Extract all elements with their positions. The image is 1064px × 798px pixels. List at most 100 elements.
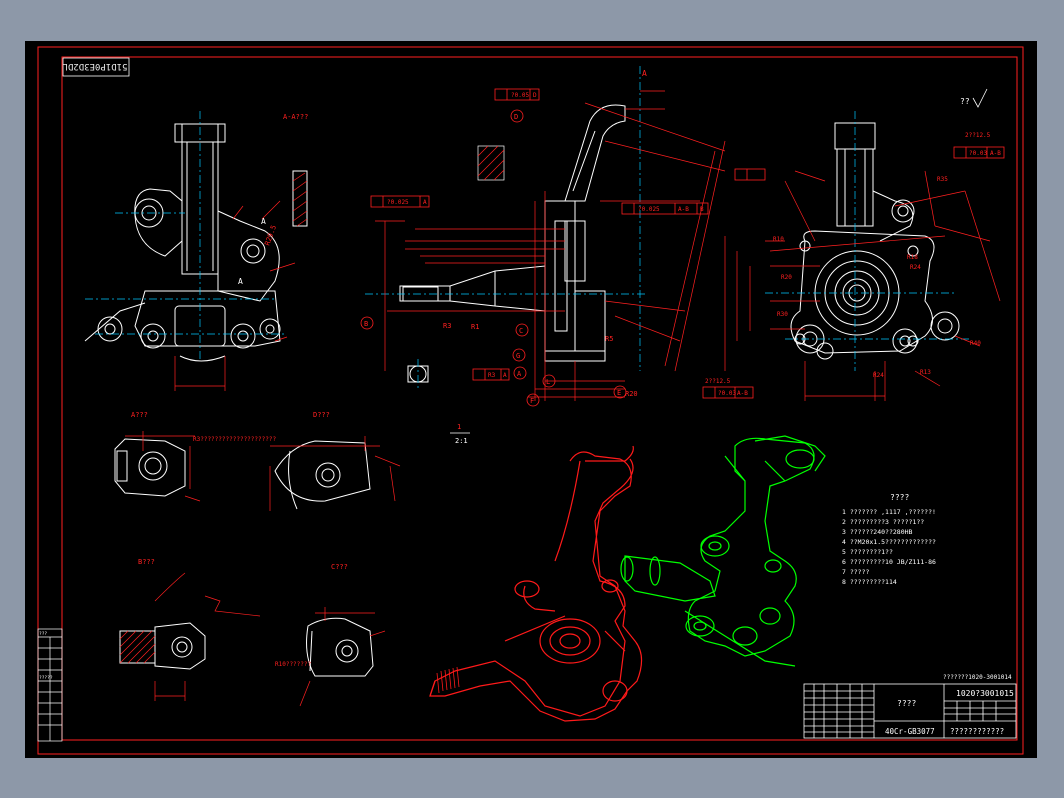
tolerance-frames-side [370,88,709,381]
view-b-dims [154,572,261,701]
side-view-hatch-block [477,145,505,181]
dim-right-r30: R30 [777,311,788,318]
tol-right-1-datum: A-B [990,150,1001,157]
tol-frame-2: ?0.025 [387,199,409,206]
title-block [803,683,1017,739]
marker-d: D [514,113,518,121]
dim-side-r1: R1 [471,323,479,331]
cut-mark-a-2: A [261,217,266,226]
roughness-symbol [972,88,988,108]
dim-right-r20: R20 [781,274,792,281]
scale-label: 2:1 [455,437,468,445]
inner-frame [61,56,1018,741]
front-view-dims [174,200,296,391]
tol-right-1: ?0.03 [969,150,987,157]
rev-row-0: ??? [39,631,47,637]
tol-frame-3-datum-b: B [700,206,704,213]
drawing-sheet: 51D1P0E3D2DL [25,41,1037,758]
dim-right-holes: 2??12.5 [705,378,731,385]
tech-req-6: 6 ?????????10 JB/Z111-86 [842,558,936,566]
tol-frame-4: R3 [488,372,496,379]
title-company: ???????????? [950,727,1004,736]
view-c-label: C??? [331,563,348,571]
model-red-thread [436,666,460,694]
dim-right-r13: R13 [920,369,931,376]
roughness-mark: ?? [960,97,970,106]
view-a-dims [125,431,201,502]
marker-f: F [530,397,534,405]
dim-right-r35: R35 [937,176,948,183]
view-a [114,438,186,497]
scale-ratio: 1 [457,423,461,431]
cut-mark-top-a: A [642,69,647,78]
side-view-centerlines [365,66,645,389]
tech-req-5: 5 ????????1?? [842,548,893,556]
dim-side-r3: R3 [443,322,451,330]
model-green [620,435,826,667]
tol-frame-3-datum: A-B [678,206,689,213]
model-red [429,445,643,722]
tol-frame-3: ?0.025 [638,206,660,213]
tech-req-3: 3 ??????240??280HB [842,528,913,536]
tech-req-4: 4 ??M20x1.5????????????? [842,538,936,546]
tol-frame-4-datum: A [503,372,507,379]
right-view-centerlines [765,111,970,371]
cad-canvas: 51D1P0E3D2DL [37,46,1024,755]
marker-circles [360,109,627,407]
dim-right-r10: R10 [773,236,784,243]
view-b-hatch [119,630,156,664]
side-view-dims [375,90,726,401]
view-d [274,440,371,510]
front-view-hatch [292,172,308,227]
dim-right-r18: R18 [907,254,918,261]
marker-b: B [364,320,368,328]
title-drawing-number: 1020?3001015 [956,689,1014,698]
tol-right-2-datum: A-B [737,390,748,397]
view-a-label: A??? [131,411,148,419]
view-b [119,622,206,670]
tech-req-1: 1 ??????? ,1117 ,??????! [842,508,936,516]
tol-frame-1: ?0.05 [511,92,529,99]
tol-frame-1-datum: D [533,92,537,99]
marker-e: E [617,389,621,397]
cut-mark-a: A [238,277,243,286]
dim-side-r5: R5 [605,335,613,343]
rev-row-5: ????? [39,675,53,681]
note-r3: R3????????????????????? [193,436,276,443]
tech-req-2: 2 ?????????3 ?????1?? [842,518,924,526]
tech-req-title: ???? [890,493,909,502]
revision-table [37,628,63,742]
view-d-label: D??? [313,411,330,419]
marker-l: L [546,378,550,386]
title-top-note: ???????1020-3001014 [943,674,1012,681]
view-c-dims [299,607,386,707]
note-r10: R10??????? [275,661,312,668]
front-view-centerlines [85,111,287,361]
view-d-dims [269,436,401,511]
tech-req-8: 8 ?????????114 [842,578,897,586]
right-view-dims [724,170,1001,401]
side-view [399,104,626,383]
marker-a: A [517,370,522,378]
view-c [306,617,374,677]
tolerance-frames-right [702,146,1005,399]
marker-g: G [516,352,520,360]
code-box [62,57,130,77]
code-box-text: 51D1P0E3D2DL [62,61,127,71]
dim-right-r24-b: R24 [873,372,884,379]
dim-right-r24: R24 [910,264,921,271]
section-aa-label: A-A??? [283,113,308,121]
front-view [84,123,308,362]
view-b-label: B??? [138,558,155,566]
dim-right-holes-top: 2??12.5 [965,132,991,139]
marker-c: C [519,327,523,335]
tol-frame-2-datum: A [423,199,427,206]
dim-right-r40: R40 [970,340,981,347]
title-part-name: ???? [897,699,916,708]
outer-frame [37,46,1024,755]
right-view [790,122,960,360]
tol-right-2: ?0.03 [718,390,736,397]
dim-side-r20: R20 [625,390,638,398]
tech-req-7: 7 ????? [842,568,869,576]
title-material: 40Cr-GB3077 [885,727,935,736]
